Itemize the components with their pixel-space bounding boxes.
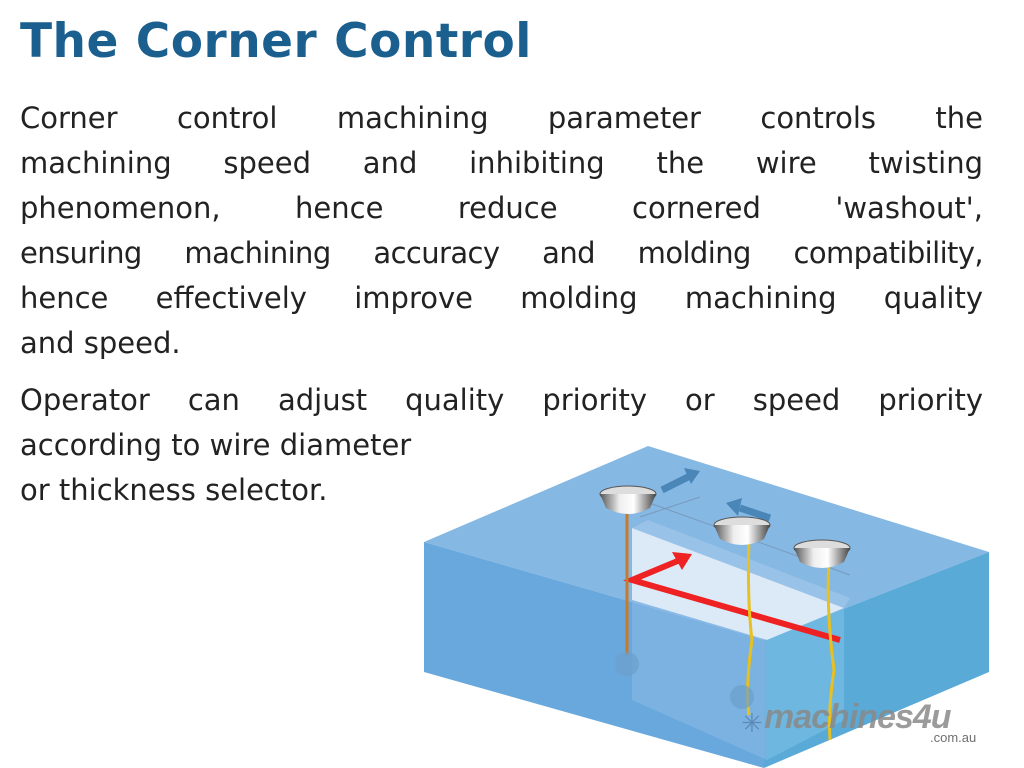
- text-line: machining speed and inhibiting the wire …: [20, 146, 983, 180]
- upper-guide-nozzle: [599, 485, 657, 514]
- wire: [826, 559, 836, 741]
- text-line: hence effectively improve molding machin…: [20, 281, 983, 315]
- text-line: or thickness selector.: [20, 473, 328, 507]
- move-arrow-icon: [684, 468, 700, 484]
- cut-path: [622, 557, 841, 643]
- upper-guide-nozzle: [793, 539, 851, 568]
- transparent-cut-face: [632, 600, 767, 760]
- page-title: The Corner Control: [20, 14, 532, 69]
- transparent-right-face: [767, 608, 844, 760]
- text-line: Operator can adjust quality priority or …: [20, 383, 983, 417]
- cut-path-arrowhead: [672, 552, 692, 570]
- move-arrow-icon: [726, 498, 742, 516]
- lower-guide-nozzle: [730, 685, 754, 709]
- watermark-domain: .com.au: [930, 730, 976, 745]
- cut-slot-shadow: [632, 520, 850, 608]
- snowflake-icon: ✳: [741, 709, 763, 739]
- text-line: according to wire diameter: [20, 428, 412, 462]
- text-line: ensuring machining accuracy and molding …: [20, 236, 984, 270]
- lower-guide-nozzle: [615, 652, 639, 676]
- watermark-brand: machines4u: [764, 698, 952, 736]
- text-line: Corner control machining parameter contr…: [20, 101, 983, 135]
- upper-guide-nozzle: [713, 516, 771, 545]
- text-line: and speed.: [20, 326, 181, 360]
- text-line: phenomenon, hence reduce cornered 'washo…: [20, 191, 983, 225]
- watermark-logo: ✳ machines4u .com.au: [741, 698, 976, 745]
